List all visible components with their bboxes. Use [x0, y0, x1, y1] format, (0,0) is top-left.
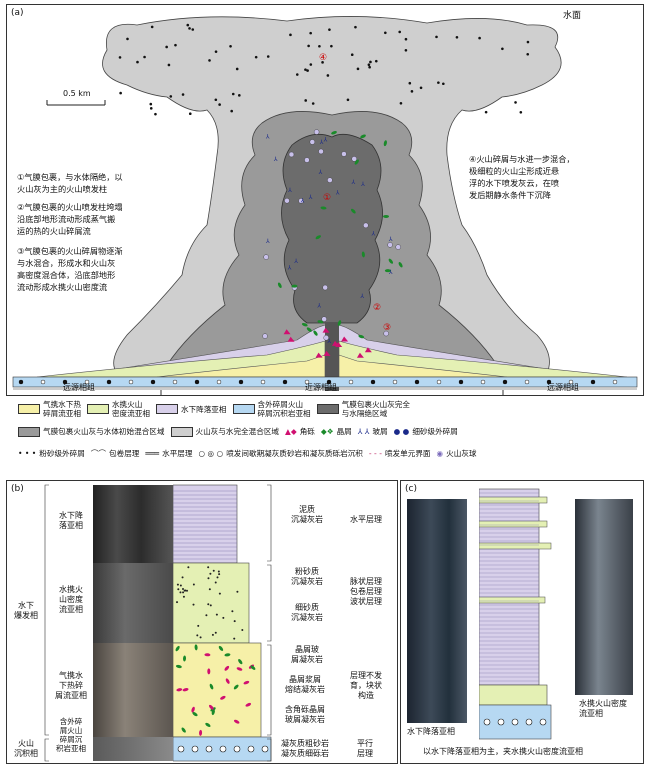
- svg-text:⅄: ⅄: [316, 303, 321, 310]
- lith-fine-sand-tuff: 细砂质 沉凝灰岩: [291, 603, 323, 622]
- lith-breccia-tuff: 含角砾晶屑 玻屑凝灰岩: [285, 705, 325, 724]
- legend-fallout: 水下降落亚相: [155, 404, 227, 415]
- panel-a-tag: (a): [11, 8, 24, 18]
- subfacies-density: 水携火 山密度 流亚相: [59, 585, 83, 614]
- lith-tuffaceous-sandstone: 凝灰质粗砂岩 凝灰质细砾岩: [281, 739, 329, 758]
- zone-number-1: ①: [323, 193, 332, 203]
- legend-boundary: - - -喷发单元界面: [368, 449, 431, 458]
- svg-text:⅄: ⅄: [359, 293, 364, 300]
- legend-isolated: 气膜包裹火山灰完全 与水隔绝区域: [316, 400, 410, 418]
- group-volcanic-sedimentary: 火山 沉积相: [14, 739, 38, 758]
- annotation-1: ①气膜包裹，与水体隔绝，以 火山灰为主的火山喷发柱: [17, 172, 123, 194]
- legend: 气携水下热 碎屑流亚相 水携火山 密度流亚相 水下降落亚相 含外碎屑火山 碎屑沉…: [6, 398, 644, 476]
- vent-conduit: [325, 323, 339, 391]
- svg-text:⅄: ⅄: [308, 194, 313, 201]
- structure-parallel: 平行 层理: [357, 739, 373, 758]
- svg-text:⅄: ⅄: [265, 133, 270, 140]
- svg-text:⅄: ⅄: [335, 189, 340, 196]
- svg-text:⅄: ⅄: [319, 139, 324, 146]
- zone-number-4: ④: [319, 53, 328, 63]
- svg-text:⅄: ⅄: [350, 179, 355, 186]
- svg-text:⅄: ⅄: [287, 187, 292, 194]
- sediment-base: [12, 376, 638, 388]
- ash-isolated-core: [281, 133, 383, 324]
- svg-text:⅄: ⅄: [326, 338, 331, 345]
- structure-vein: 脉状层理 包卷层理 波状层理: [350, 577, 382, 606]
- legend-convolute: ⌒⌒包卷层理: [90, 449, 140, 458]
- particle-layer: ⅄⅄⅄⅄⅄⅄⅄⅄⅄⅄⅄⅄⅄⅄⅄⅄⅄⅄⅄⅄: [18, 23, 618, 385]
- legend-interlude: ○ ◎ ○喷发间歇期凝灰质砂岩和凝灰质砾岩沉积: [198, 449, 363, 458]
- facies-group-left: 远源相组: [63, 383, 95, 392]
- svg-text:⅄: ⅄: [318, 169, 323, 176]
- subfacies-fallout: 水下降 落亚相: [59, 511, 83, 530]
- lith-mud-tuff: 泥质 沉凝灰岩: [291, 505, 323, 524]
- svg-text:⅄: ⅄: [300, 198, 305, 205]
- legend-breccia: ▲◆角砾: [285, 427, 315, 436]
- annotation-3: ③气膜包裹的火山碎屑物逐渐 与水混合，形成水和火山灰 高密度混合体，沿底部地形 …: [17, 246, 123, 292]
- legend-full-mix: 火山灰与水完全混合区域: [170, 426, 279, 437]
- core-photo-right: [575, 499, 633, 695]
- panel-a: (a) 水面 ⅄⅄⅄⅄⅄⅄⅄⅄⅄⅄⅄⅄⅄⅄⅄⅄⅄⅄⅄⅄ 0.5 k: [6, 4, 644, 396]
- svg-text:⅄: ⅄: [388, 269, 393, 276]
- panel-c: (c) 水下降落亚相 水携火山密度 流亚相 以水下降落亚相为主，夹水携火山密度流…: [400, 480, 644, 764]
- svg-text:⅄: ⅄: [293, 258, 298, 265]
- lith-welded-tuff: 晶屑浆屑 熔结凝灰岩: [285, 675, 325, 694]
- group-underwater-eruption: 水下 爆发相: [14, 601, 38, 620]
- legend-hot-flow: 气携水下热 碎屑流亚相: [18, 400, 81, 418]
- legend-density-flow: 水携火山 密度流亚相: [86, 400, 150, 418]
- core-photo-sedimentary: [93, 737, 173, 761]
- legend-initial-mix: 气膜包裹火山灰与水体初始混合区域: [18, 426, 165, 437]
- facies-group-center: 近源相组: [305, 383, 337, 392]
- scale-bar-label: 0.5 km: [63, 89, 91, 98]
- core-photo-fallout: [93, 485, 173, 563]
- svg-text:⅄: ⅄: [273, 156, 278, 163]
- subfacies-hotflow: 气携水 下热碎 屑流亚相: [55, 671, 87, 700]
- structure-massive: 层理不发 育，块状 构造: [350, 671, 382, 700]
- panel-c-caption: 以水下降落亚相为主，夹水携火山密度流亚相: [423, 747, 583, 756]
- legend-glass: ⅄ ⅄玻屑: [357, 427, 388, 436]
- svg-text:⅄: ⅄: [265, 238, 270, 245]
- eruption-diagram: ⅄⅄⅄⅄⅄⅄⅄⅄⅄⅄⅄⅄⅄⅄⅄⅄⅄⅄⅄⅄: [12, 16, 638, 395]
- legend-fine-sand: ● ●细砂级外碎屑: [393, 427, 458, 436]
- water-surface-label: 水面: [563, 11, 582, 21]
- svg-text:⅄: ⅄: [388, 236, 393, 243]
- core-photo-hotflow: [93, 643, 173, 737]
- legend-ash-ball: ◉火山灰球: [436, 449, 477, 458]
- annotation-4: ④火山碎屑与水进一步混合， 极细粒的火山尘形成近悬 浮的水下喷发灰云，在喷 发后…: [469, 154, 575, 200]
- zone-number-3: ③: [383, 323, 392, 333]
- lith-silt-tuff: 粉砂质 沉凝灰岩: [291, 567, 323, 586]
- right-photo-label: 水携火山密度 流亚相: [579, 699, 627, 718]
- hot-flow-right: [338, 354, 508, 378]
- structure-horizontal: 水平层理: [350, 515, 382, 524]
- panel-b-tag: (b): [11, 484, 24, 494]
- svg-text:⅄: ⅄: [371, 230, 376, 237]
- svg-text:⅄: ⅄: [323, 137, 328, 144]
- lith-crystal-glass-tuff: 晶屑玻 屑凝灰岩: [291, 645, 323, 664]
- zone-number-2: ②: [373, 303, 382, 313]
- legend-horizontal: ═══水平层理: [145, 449, 193, 458]
- right-brackets: [267, 484, 272, 762]
- annotation-2: ②气膜包裹的火山喷发柱垮塌 沿底部地形流动形成蒸气搬 运的热的火山碎屑流: [17, 202, 123, 236]
- legend-silt: • • •粉砂级外碎屑: [18, 449, 85, 458]
- core-photo-density: [93, 563, 173, 643]
- hot-flow-left: [156, 354, 326, 378]
- subfacies-sedimentary: 含外碎 屑火山 碎屑沉 积岩亚相: [56, 717, 86, 753]
- svg-text:⅄: ⅄: [360, 181, 365, 188]
- legend-crystal: ◆❖晶屑: [320, 427, 352, 436]
- panel-c-tag: (c): [405, 484, 417, 494]
- facies-group-right: 远源相组: [547, 383, 579, 392]
- scale-bar: [46, 100, 106, 106]
- panel-b: (b) 水下降 落亚相 水携火 山密度 流亚相 气携水 下热碎 屑流亚相 含外碎…: [6, 480, 398, 764]
- strat-column-c: [479, 488, 552, 740]
- svg-text:⅄: ⅄: [287, 265, 292, 272]
- strat-column: [173, 484, 272, 762]
- core-photo-left: [407, 499, 467, 723]
- bracket-lines: [44, 484, 49, 762]
- legend-sedimentary: 含外碎屑火山 碎屑沉积岩亚相: [232, 400, 311, 418]
- left-photo-label: 水下降落亚相: [407, 727, 455, 736]
